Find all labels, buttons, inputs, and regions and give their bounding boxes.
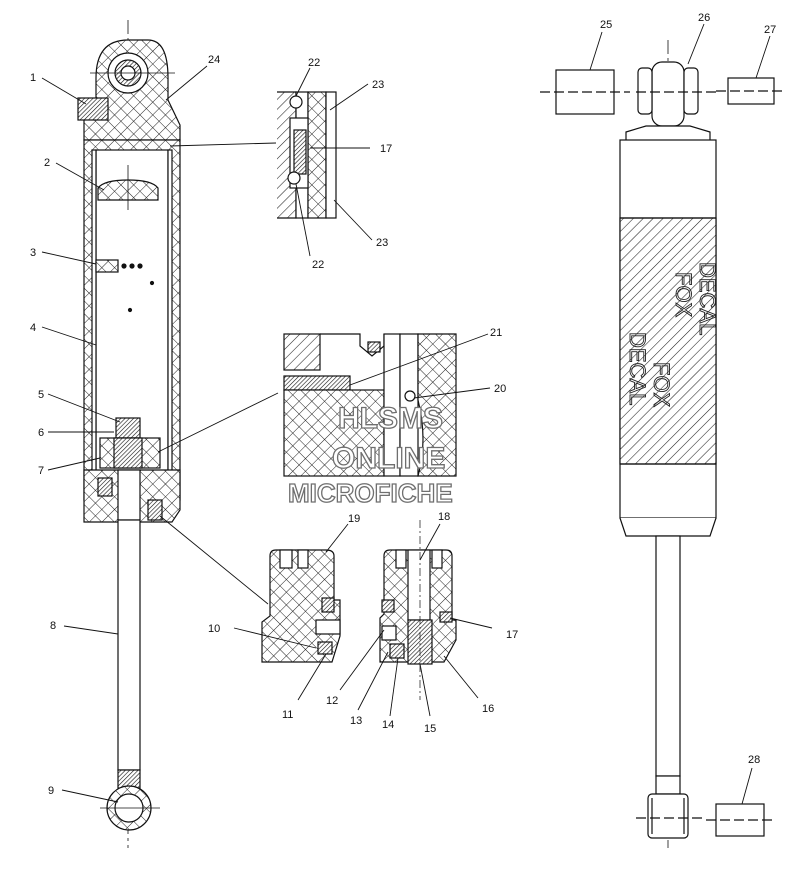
decal-text-bottom-decal: DECAL: [625, 332, 650, 405]
callout-5: 5: [38, 389, 44, 401]
callout-11: 11: [282, 709, 293, 721]
left-leader-lines: [41, 65, 279, 803]
decal-text-top-fox: FOX: [671, 272, 696, 318]
callout-13: 13: [350, 715, 362, 727]
callout-17b: 17: [506, 629, 518, 641]
callout-17a: 17: [380, 143, 392, 155]
fox-decal: FOX DECAL DECAL FOX: [625, 262, 721, 408]
detail-bottom-b-leaders: [339, 523, 493, 717]
callout-28: 28: [748, 754, 760, 766]
detail-mid-leaders: [349, 333, 491, 399]
shock-external-view: [619, 40, 717, 848]
watermark-line-3: MICROFICHE: [288, 478, 453, 508]
callout-22b: 22: [312, 259, 324, 271]
callout-14: 14: [382, 719, 394, 731]
callout-22a: 22: [308, 57, 320, 69]
callout-9: 9: [48, 785, 54, 797]
callout-21: 21: [490, 327, 502, 339]
callout-2: 2: [44, 157, 50, 169]
callout-8: 8: [50, 620, 56, 632]
decal-text-top-decal: DECAL: [695, 262, 720, 335]
callout-16: 16: [482, 703, 494, 715]
bushings: [540, 69, 786, 837]
watermark-line-1: HLSMS: [338, 402, 443, 435]
callout-24: 24: [208, 54, 220, 66]
watermark-line-2: ONLINE: [332, 442, 445, 475]
detail-top-leaders: [295, 67, 373, 257]
callout-23a: 23: [372, 79, 384, 91]
shock-cross-section: [77, 20, 181, 848]
callout-19: 19: [348, 513, 360, 525]
callout-23b: 23: [376, 237, 388, 249]
detail-piston-seal: [283, 333, 457, 477]
callout-15: 15: [424, 723, 436, 735]
detail-seal-head-b: [379, 520, 457, 700]
decal-text-bottom-fox: FOX: [649, 362, 674, 408]
detail-bottom-a-leaders: [233, 523, 349, 701]
callout-18: 18: [438, 511, 450, 523]
callout-26: 26: [698, 12, 710, 24]
callout-4: 4: [30, 322, 36, 334]
callout-1: 1: [30, 72, 36, 84]
callout-27: 27: [764, 24, 776, 36]
right-leader-lines: [589, 23, 771, 805]
callout-labels: 1 2 3 4 5 6 7 8 9 10 11 12 13 14 15 16 1…: [30, 12, 776, 797]
detail-seal-head-a: [261, 549, 341, 663]
detail-seal-top: [277, 91, 337, 219]
callout-10: 10: [208, 623, 220, 635]
callout-7: 7: [38, 465, 44, 477]
callout-3: 3: [30, 247, 36, 259]
callout-25: 25: [600, 19, 612, 31]
callout-6: 6: [38, 427, 44, 439]
watermark: HLSMS ONLINE MICROFICHE: [287, 401, 453, 508]
callout-20: 20: [494, 383, 506, 395]
callout-12: 12: [326, 695, 338, 707]
